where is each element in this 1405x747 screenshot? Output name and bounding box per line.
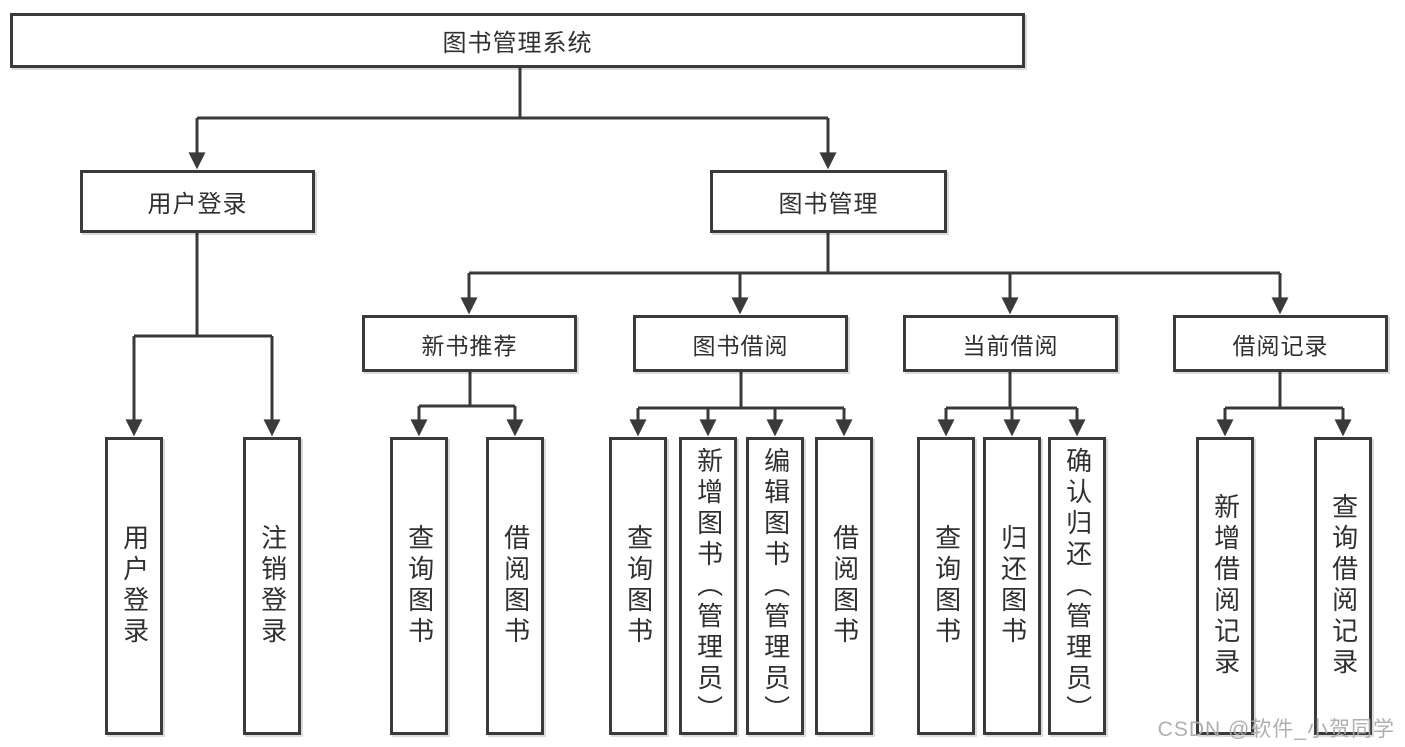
connector-new-book-trunk — [419, 372, 515, 408]
node-new-book-recommend: 新书推荐 — [362, 315, 577, 372]
node-label: 查询图书 — [931, 524, 962, 648]
leaf-return-books: 归还图书 — [983, 437, 1041, 735]
connector-book-mgmt-trunk — [469, 233, 1280, 275]
connector-book-borrow-trunk — [638, 372, 844, 410]
node-book-management: 图书管理 — [710, 170, 947, 233]
leaf-query-books-borrowing: 查询图书 — [609, 437, 667, 735]
node-label: 编辑图书（管理员） — [760, 446, 791, 726]
node-library-management-system: 图书管理系统 — [10, 13, 1025, 68]
leaf-confirm-return-admin: 确认归还（管理员） — [1048, 437, 1106, 735]
node-label: 用户登录 — [147, 191, 248, 218]
node-user-login: 用户登录 — [80, 170, 315, 233]
node-label: 图书管理系统 — [442, 30, 593, 57]
csdn-watermark: CSDN @软件_小贺同学 — [1157, 718, 1395, 741]
node-label: 确认归还（管理员） — [1062, 446, 1093, 726]
leaf-logout: 注销登录 — [243, 437, 301, 735]
node-label: 新书推荐 — [421, 332, 518, 359]
leaf-borrow-books-recommend: 借阅图书 — [486, 437, 544, 735]
leaf-edit-books-admin: 编辑图书（管理员） — [746, 437, 804, 735]
node-label: 借阅记录 — [1232, 332, 1329, 359]
leaf-add-borrow-record: 新增借阅记录 — [1196, 437, 1254, 735]
leaf-query-books-recommend: 查询图书 — [390, 437, 448, 735]
node-label: 借阅图书 — [500, 524, 531, 648]
node-label: 图书管理 — [778, 191, 879, 218]
node-book-borrowing: 图书借阅 — [633, 315, 848, 372]
node-label: 新增借阅记录 — [1210, 493, 1241, 679]
node-label: 当前借阅 — [962, 332, 1059, 359]
leaf-borrow-books-borrowing: 借阅图书 — [815, 437, 873, 735]
node-label: 查询借阅记录 — [1328, 493, 1359, 679]
node-label: 查询图书 — [404, 524, 435, 648]
leaf-add-books-admin: 新增图书（管理员） — [679, 437, 737, 735]
leaf-query-books-current: 查询图书 — [917, 437, 975, 735]
leaf-user-login: 用户登录 — [105, 437, 163, 735]
node-label: 查询图书 — [623, 524, 654, 648]
connector-current-borrow-trunk — [946, 372, 1077, 410]
node-current-borrowing: 当前借阅 — [903, 315, 1118, 372]
node-label: 借阅图书 — [829, 524, 860, 648]
node-label: 归还图书 — [997, 524, 1028, 648]
node-label: 图书借阅 — [692, 332, 789, 359]
node-label: 用户登录 — [119, 524, 150, 648]
node-borrowing-records: 借阅记录 — [1173, 315, 1388, 372]
leaf-query-borrow-record: 查询借阅记录 — [1314, 437, 1372, 735]
node-label: 注销登录 — [257, 524, 288, 648]
connector-borrow-records-trunk — [1225, 372, 1343, 410]
node-label: 新增图书（管理员） — [693, 446, 724, 726]
connector-root-trunk — [197, 66, 828, 120]
connector-user-login-trunk — [134, 233, 272, 338]
